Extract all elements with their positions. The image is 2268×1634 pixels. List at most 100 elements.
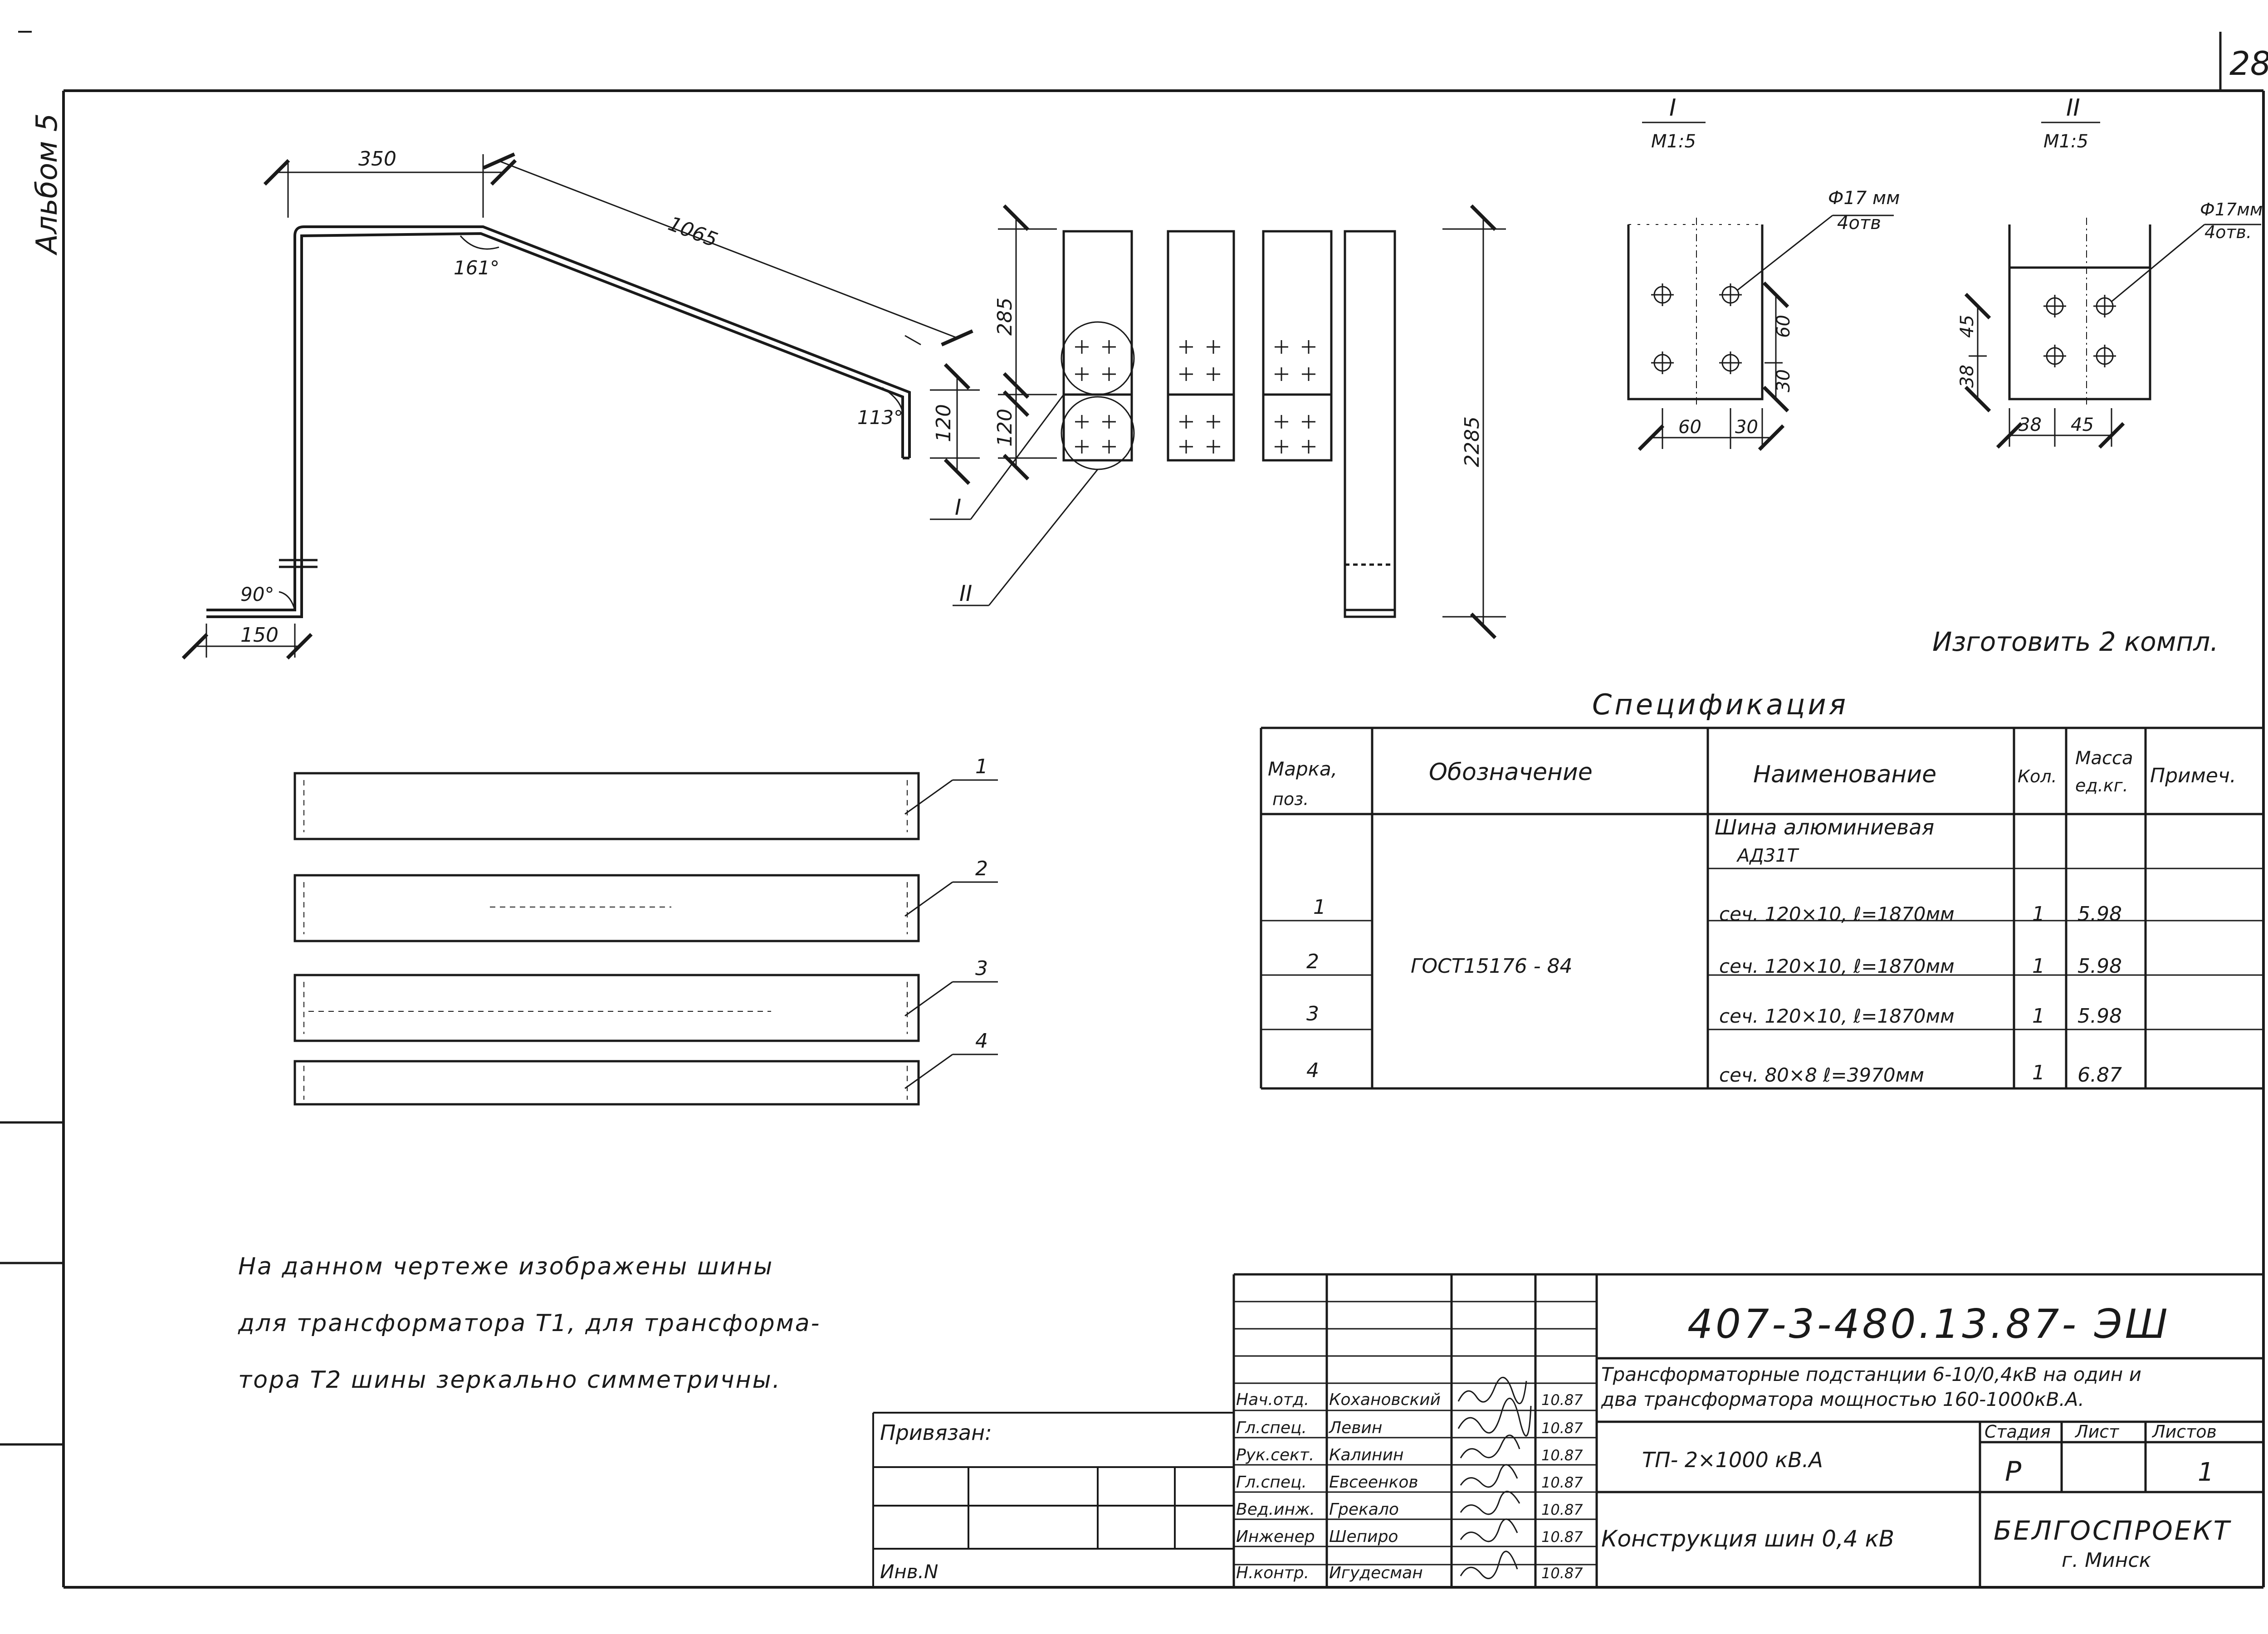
detail-II-dim45h: 45 xyxy=(2071,415,2094,435)
spec-row-pos: 4 xyxy=(1306,1059,1319,1082)
sheets-value: 1 xyxy=(2198,1458,2214,1487)
staff-role: Гл.спец. xyxy=(1236,1473,1307,1492)
sheet-number: 28 xyxy=(2229,44,2268,83)
note-line-3: тора Т2 шины зеркально симметричны. xyxy=(238,1366,781,1394)
spec-header-designation: Обозначение xyxy=(1429,759,1593,786)
note-line-1: На данном чертеже изображены шины xyxy=(238,1253,773,1280)
spec-row-name: сеч. 120×10, ℓ=1870мм xyxy=(1719,903,1955,925)
dim-285: 285 xyxy=(993,298,1017,336)
spec-row-mass: 5.98 xyxy=(2077,1005,2122,1028)
spec-row-mass: 5.98 xyxy=(2077,902,2122,926)
spec-row-pos: 2 xyxy=(1306,950,1319,973)
detail-I-dim30v: 30 xyxy=(1773,369,1794,392)
spec-row-mass: 6.87 xyxy=(2077,1063,2122,1087)
city: г. Минск xyxy=(2062,1549,2151,1572)
staff-name: Калинин xyxy=(1329,1446,1404,1464)
staff-role: Гл.спец. xyxy=(1236,1419,1307,1437)
staff-date: 10.87 xyxy=(1541,1419,1583,1437)
detail-I-scale: М1:5 xyxy=(1651,131,1696,152)
staff-name: Левин xyxy=(1328,1419,1382,1437)
detail-II xyxy=(1964,122,2261,449)
project-line-1: Трансформаторные подстанции 6-10/0,4кВ н… xyxy=(1601,1363,2141,1385)
spec-header-name: Наименование xyxy=(1753,761,1936,788)
staff-table: Нач.отд. Кохановский 10.87 Гл.спец. Леви… xyxy=(1236,1390,1583,1582)
sheets-label: Листов xyxy=(2151,1422,2217,1442)
staff-name: Кохановский xyxy=(1329,1390,1441,1409)
detail-II-scale: М1:5 xyxy=(2043,131,2088,152)
angle-90: 90° xyxy=(240,583,274,605)
dim-350: 350 xyxy=(358,147,396,171)
stage-label: Стадия xyxy=(1984,1422,2051,1442)
straight-bars xyxy=(293,772,998,1106)
bent-busbar-view xyxy=(181,152,980,660)
sheet-frame xyxy=(0,31,2265,1589)
project-line-2: два трансформатора мощностью 160-1000кВ.… xyxy=(1601,1388,2084,1410)
staff-name: Шепиро xyxy=(1329,1527,1398,1546)
note-line-2: для трансформатора Т1, для трансформа- xyxy=(238,1310,821,1337)
detail-II-dim38h: 38 xyxy=(2019,415,2042,435)
callout-II: II xyxy=(959,581,972,606)
callout-I: I xyxy=(955,495,961,520)
organization: БЕЛГОСПРОЕКТ xyxy=(1994,1515,2232,1546)
spec-row-qty: 1 xyxy=(2032,1005,2045,1028)
staff-name: Игудесман xyxy=(1329,1564,1423,1582)
detail-I-dim60h: 60 xyxy=(1678,417,1701,438)
detail-I-dim60v: 60 xyxy=(1773,315,1794,338)
bound-block-grid xyxy=(872,1412,1234,1587)
inventory-label: Инв.N xyxy=(880,1561,938,1583)
angle-113: 113° xyxy=(857,406,903,429)
spec-row-name: сеч. 120×10, ℓ=1870мм xyxy=(1719,1005,1955,1027)
staff-role: Н.контр. xyxy=(1236,1564,1309,1582)
bound-label: Привязан: xyxy=(880,1420,992,1445)
sheet-label: Лист xyxy=(2074,1422,2120,1442)
spec-row-pos: 1 xyxy=(1313,896,1326,919)
bar-front-views xyxy=(930,204,1506,639)
spec-row-qty: 1 xyxy=(2032,1061,2045,1084)
bar-label-1: 1 xyxy=(975,755,988,778)
detail-II-note2: 4отв. xyxy=(2204,222,2252,242)
dim-120: 120 xyxy=(993,409,1017,447)
spec-header-pos-2: поз. xyxy=(1272,789,1309,809)
make-note: Изготовить 2 компл. xyxy=(1932,626,2219,657)
detail-II-dim45v: 45 xyxy=(1957,315,1978,338)
dim-150: 150 xyxy=(240,624,279,647)
staff-date: 10.87 xyxy=(1541,1528,1583,1546)
spec-group-name-2: АД31Т xyxy=(1736,845,1800,866)
detail-II-title: II xyxy=(2066,94,2080,122)
detail-I-title: I xyxy=(1669,94,1676,122)
bar-label-4: 4 xyxy=(975,1029,988,1053)
spec-header-mass-2: ед.кг. xyxy=(2075,776,2128,795)
spec-title: Спецификация xyxy=(1592,688,1848,721)
detail-I-note1: Ф17 мм xyxy=(1828,188,1900,209)
bar-label-2: 2 xyxy=(975,857,988,880)
detail-I-dim30h: 30 xyxy=(1735,417,1758,438)
spec-row-mass: 5.98 xyxy=(2077,955,2122,978)
dim-1065: 1065 xyxy=(665,212,721,252)
staff-role: Вед.инж. xyxy=(1236,1500,1315,1519)
staff-role: Инженер xyxy=(1236,1527,1315,1546)
staff-date: 10.87 xyxy=(1541,1391,1583,1409)
title-block-grid xyxy=(1232,1273,2263,1587)
detail-I-note2: 4отв xyxy=(1837,213,1881,234)
spec-row-pos: 3 xyxy=(1306,1002,1319,1025)
bar-label-3: 3 xyxy=(975,957,988,980)
angle-161: 161° xyxy=(454,257,499,279)
detail-II-note1: Ф17мм xyxy=(2200,200,2263,219)
staff-name: Евсеенков xyxy=(1329,1473,1418,1492)
staff-role: Рук.сект. xyxy=(1236,1446,1314,1464)
staff-date: 10.87 xyxy=(1541,1447,1583,1464)
staff-date: 10.87 xyxy=(1541,1501,1583,1518)
signatures xyxy=(1457,1377,1532,1580)
object-name: ТП- 2×1000 кВ.А xyxy=(1642,1448,1823,1472)
dim-2285: 2285 xyxy=(1461,416,1484,467)
spec-table-grid xyxy=(1260,727,2263,1090)
spec-row-name: сеч. 80×8 ℓ=3970мм xyxy=(1719,1064,1924,1086)
spec-row-qty: 1 xyxy=(2032,902,2045,926)
spec-header-mass-1: Масса xyxy=(2075,748,2133,769)
dim-end-120: 120 xyxy=(932,404,955,442)
sheet-title: Конструкция шин 0,4 кВ xyxy=(1601,1526,1894,1552)
spec-header-pos-1: Марка, xyxy=(1268,758,1337,780)
album-label: Альбом 5 xyxy=(30,113,64,256)
document-code: 407-3-480.13.87- ЭШ xyxy=(1687,1301,2170,1347)
